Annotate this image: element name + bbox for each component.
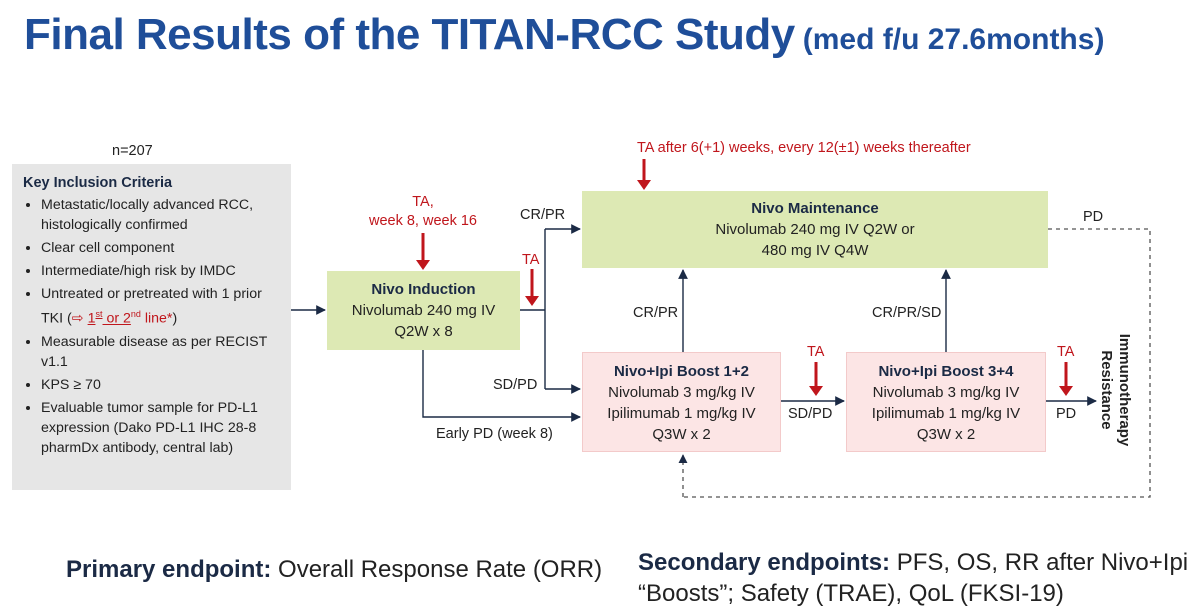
criteria-item: Metastatic/locally advanced RCC, histolo… [41, 195, 281, 235]
sample-size: n=207 [112, 143, 153, 159]
or-text: or [102, 310, 123, 327]
second-line-sup: nd [130, 309, 141, 319]
label-pd-top: PD [1083, 209, 1104, 225]
resistance-line1: Immunotherapy [1116, 333, 1133, 447]
boost-3-4-box: Nivo+Ipi Boost 3+4 Nivolumab 3 mg/kg IV … [846, 352, 1046, 452]
primary-endpoint-text: Overall Response Rate (ORR) [271, 556, 603, 583]
label-cr-pr-sd: CR/PR/SD [872, 305, 942, 321]
secondary-endpoints-label: Secondary endpoints: [638, 549, 891, 576]
ta-head-induction [416, 260, 430, 270]
label-sd-pd: SD/PD [493, 377, 538, 393]
induction-schedule: Q2W x 8 [394, 323, 453, 340]
primary-endpoint: Primary endpoint: Overall Response Rate … [66, 554, 602, 585]
boost2-schedule: Q3W x 2 [916, 426, 976, 443]
line-text: line* [140, 310, 173, 327]
boost-1-2-box: Nivo+Ipi Boost 1+2 Nivolumab 3 mg/kg IV … [582, 352, 781, 452]
immunotherapy-resistance-label: Immunotherapy Resistance [1097, 334, 1133, 447]
boost1-nivo-dose: Nivolumab 3 mg/kg IV [608, 384, 755, 401]
dashed-pd-return [683, 228, 1151, 498]
ta-head-post-induction [525, 296, 539, 306]
ta-induction-label: TA, week 8, week 16 [368, 193, 478, 231]
secondary-endpoints-text1: PFS, OS, RR after Nivo+Ipi [890, 549, 1189, 576]
ta-post-induction-label: TA [522, 252, 540, 268]
boost1-title: Nivo+Ipi Boost 1+2 [613, 363, 750, 380]
ta-head-maintenance [637, 180, 651, 190]
ta-induction-line1: TA, [412, 194, 434, 210]
ta-induction-line2: week 8, week 16 [368, 213, 477, 229]
inclusion-criteria-panel: Key Inclusion Criteria Metastatic/locall… [12, 164, 291, 490]
ta-boost2-label: TA [1057, 344, 1075, 360]
arrow-glyph: ⇨ [71, 310, 88, 327]
label-early-pd: Early PD (week 8) [436, 426, 553, 442]
secondary-endpoints-text2: “Boosts”; Safety (TRAE), QoL (FKSI-19) [638, 580, 1064, 607]
maintenance-title: Nivo Maintenance [751, 200, 879, 217]
primary-endpoint-label: Primary endpoint: [66, 556, 272, 583]
criteria-item: KPS ≥ 70 [41, 375, 281, 395]
boost1-schedule: Q3W x 2 [652, 426, 711, 443]
maintenance-dose1: Nivolumab 240 mg IV Q2W or [715, 221, 915, 238]
criteria-heading: Key Inclusion Criteria [23, 175, 173, 191]
boost1-ipi-dose: Ipilimumab 1 mg/kg IV [607, 405, 756, 422]
ta-boost1-label: TA [807, 344, 825, 360]
title-sub: (med f/u 27.6months) [802, 23, 1105, 56]
close-paren: ) [172, 310, 178, 327]
nivo-induction-box: Nivo Induction Nivolumab 240 mg IV Q2W x… [327, 271, 520, 350]
label-sd-pd-mid: SD/PD [788, 406, 833, 422]
criteria-item-text: Untreated or pretreated with 1 prior TKI… [41, 286, 262, 327]
ta-head-boost2 [1059, 386, 1073, 396]
induction-title: Nivo Induction [371, 281, 476, 298]
maintenance-dose2: 480 mg IV Q4W [761, 242, 869, 259]
criteria-item: Clear cell component [41, 238, 281, 258]
criteria-item: Evaluable tumor sample for PD-L1 express… [41, 398, 281, 458]
ta-head-boost1 [809, 386, 823, 396]
criteria-list: Metastatic/locally advanced RCC, histolo… [23, 195, 281, 458]
slide-title: Final Results of the TITAN-RCC Study(med… [24, 10, 1104, 60]
criteria-item: Untreated or pretreated with 1 prior TKI… [41, 284, 281, 329]
title-main: Final Results of the TITAN-RCC Study [24, 10, 795, 59]
boost2-nivo-dose: Nivolumab 3 mg/kg IV [872, 384, 1020, 401]
label-cr-pr-top: CR/PR [520, 207, 566, 223]
criteria-item: Intermediate/high risk by IMDC [41, 261, 281, 281]
ta-maintenance-label: TA after 6(+1) weeks, every 12(±1) weeks… [637, 140, 971, 156]
resistance-line2: Resistance [1098, 350, 1115, 430]
first-line-num: 1 [87, 310, 96, 327]
first-line-sup: st [95, 309, 103, 319]
boost2-title: Nivo+Ipi Boost 3+4 [878, 363, 1014, 380]
label-cr-pr-mid: CR/PR [633, 305, 679, 321]
secondary-endpoints: Secondary endpoints: PFS, OS, RR after N… [638, 547, 1188, 609]
induction-dose: Nivolumab 240 mg IV [351, 302, 496, 319]
second-line-num: 2 [123, 310, 131, 327]
boost2-ipi-dose: Ipilimumab 1 mg/kg IV [871, 405, 1021, 422]
label-pd-right: PD [1056, 406, 1077, 422]
criteria-item: Measurable disease as per RECIST v1.1 [41, 332, 281, 372]
nivo-maintenance-box: Nivo Maintenance Nivolumab 240 mg IV Q2W… [582, 191, 1048, 268]
arrow-early-pd [422, 350, 581, 422]
